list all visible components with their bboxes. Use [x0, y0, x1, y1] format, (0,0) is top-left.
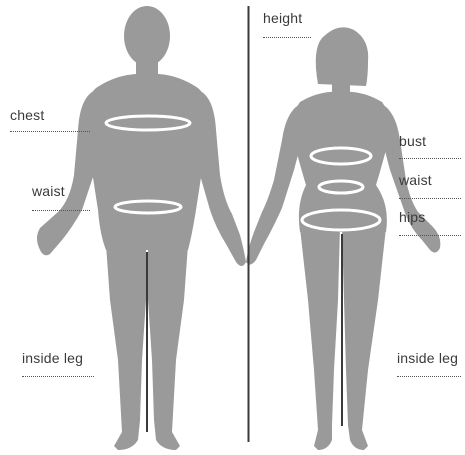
hips-dotted-leader	[399, 235, 461, 236]
chest-label: chest	[10, 107, 44, 123]
bust-dotted-leader	[399, 158, 461, 159]
chest-dotted-leader	[10, 131, 90, 132]
height-dotted-leader	[263, 37, 311, 38]
male-inside-leg-dotted-leader	[22, 376, 94, 377]
bust-label: bust	[399, 133, 426, 149]
male-waist-dotted-leader	[32, 210, 90, 211]
height-label: height	[263, 10, 302, 26]
female-inside-leg-label: inside leg	[397, 350, 458, 366]
female-silhouette	[246, 27, 440, 450]
male-inside-leg-label: inside leg	[22, 350, 83, 366]
hips-label: hips	[399, 209, 425, 225]
female-inside-leg-dotted-leader	[397, 376, 461, 377]
male-waist-label: waist	[32, 183, 65, 199]
male-silhouette	[37, 6, 246, 450]
female-waist-label: waist	[399, 172, 432, 188]
female-waist-dotted-leader	[399, 198, 461, 199]
